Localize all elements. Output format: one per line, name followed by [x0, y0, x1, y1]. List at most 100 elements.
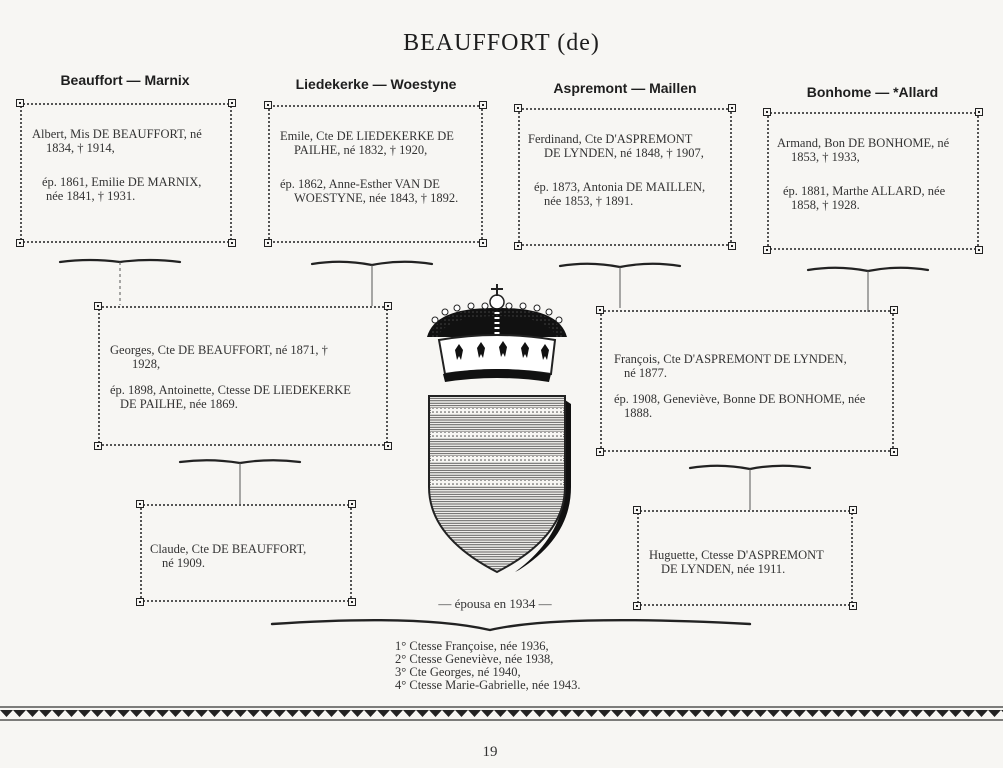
person-box-francois-aspremont: François, Cte D'ASPREMONT DE LYNDEN, né … — [596, 306, 898, 456]
border-triangle — [377, 710, 390, 717]
shield-icon — [428, 395, 571, 574]
brace-gen1-liedekerke — [310, 260, 434, 267]
crown-icon — [427, 284, 567, 382]
box-text: 1888. — [624, 406, 653, 420]
box-text: DE LYNDEN, née 1911. — [661, 562, 786, 576]
border-triangle — [650, 710, 663, 717]
box-text: née 1841, † 1931. — [46, 189, 136, 203]
page-title: BEAUFFORT (de) — [403, 30, 600, 56]
border-triangle — [819, 710, 832, 717]
border-triangle — [143, 710, 156, 717]
border-triangle — [832, 710, 845, 717]
border-triangle — [715, 710, 728, 717]
box-text: Georges, Cte DE BEAUFFORT, né 1871, † — [110, 343, 328, 357]
border-triangle — [624, 710, 637, 717]
border-triangle — [91, 710, 104, 717]
border-triangle — [416, 710, 429, 717]
border-triangle — [312, 710, 325, 717]
border-triangle — [351, 710, 364, 717]
border-triangle — [468, 710, 481, 717]
border-triangle — [767, 710, 780, 717]
border-triangle — [0, 710, 13, 717]
box-text: ép. 1861, Emilie DE MARNIX, — [42, 175, 202, 189]
border-triangle — [65, 710, 78, 717]
border-triangle — [182, 710, 195, 717]
child-item: 2° Ctesse Geneviève, née 1938, — [395, 652, 554, 666]
border-triangle — [741, 710, 754, 717]
border-triangle — [754, 710, 767, 717]
border-triangle — [455, 710, 468, 717]
child-item: 4° Ctesse Marie-Gabrielle, née 1943. — [395, 678, 581, 692]
border-triangle — [988, 710, 1001, 717]
border-triangle — [962, 710, 975, 717]
box-text: Claude, Cte DE BEAUFFORT, — [150, 542, 307, 556]
border-triangle — [26, 710, 39, 717]
box-text: ép. 1862, Anne-Esther VAN DE — [280, 177, 440, 191]
border-triangle — [689, 710, 702, 717]
border-triangle — [208, 710, 221, 717]
border-triangle — [845, 710, 858, 717]
border-triangle — [923, 710, 936, 717]
border-triangle — [702, 710, 715, 717]
border-triangle — [104, 710, 117, 717]
box-text: 1853, † 1933, — [791, 150, 860, 164]
box-text: Emile, Cte DE LIEDEKERKE DE — [280, 129, 454, 143]
border-triangle — [156, 710, 169, 717]
border-triangle — [585, 710, 598, 717]
box-text: Ferdinand, Cte D'ASPREMONT — [528, 132, 693, 146]
box-text: ép. 1908, Geneviève, Bonne DE BONHOME, n… — [614, 392, 866, 406]
brace-marriage — [270, 618, 752, 632]
coat-of-arms-image — [427, 284, 571, 574]
box-text: PAILHE, né 1832, † 1920, — [294, 143, 428, 157]
border-triangle — [793, 710, 806, 717]
border-triangle — [780, 710, 793, 717]
border-triangle — [273, 710, 286, 717]
border-triangle — [897, 710, 910, 717]
border-triangle — [403, 710, 416, 717]
box-text: ép. 1873, Antonia DE MAILLEN, — [534, 180, 706, 194]
border-triangle — [728, 710, 741, 717]
border-triangle — [520, 710, 533, 717]
border-triangle — [858, 710, 871, 717]
family-header-bonhome-allard: Bonhome — *Allard — [806, 84, 939, 100]
border-triangle — [611, 710, 624, 717]
box-text: François, Cte D'ASPREMONT DE LYNDEN, — [614, 352, 847, 366]
border-triangle — [559, 710, 572, 717]
box-text: 1928, — [132, 357, 161, 371]
border-triangle — [117, 710, 130, 717]
border-pattern — [0, 710, 1003, 717]
family-header-aspremont-maillen: Aspremont — Maillen — [553, 80, 697, 96]
box-text: ép. 1881, Marthe ALLARD, née — [783, 184, 946, 198]
family-header-beauffort-marnix: Beauffort — Marnix — [60, 72, 190, 88]
box-text: DE PAILHE, née 1869. — [120, 397, 238, 411]
border-triangle — [975, 710, 988, 717]
border-triangle — [13, 710, 26, 717]
border-triangle — [936, 710, 949, 717]
person-box-ferdinand-aspremont: Ferdinand, Cte D'ASPREMONT DE LYNDEN, né… — [514, 104, 736, 250]
person-box-albert-beauffort: Albert, Mis DE BEAUFFORT, né 1834, † 191… — [16, 99, 236, 247]
box-text: Huguette, Ctesse D'ASPREMONT — [649, 548, 824, 562]
border-triangle — [637, 710, 650, 717]
box-text: 1834, † 1914, — [46, 141, 115, 155]
marriage-label: — épousa en 1934 — — [438, 596, 552, 611]
person-box-huguette-aspremont: Huguette, Ctesse D'ASPREMONT DE LYNDEN, … — [633, 506, 857, 610]
border-triangle — [676, 710, 689, 717]
border-triangle — [572, 710, 585, 717]
border-triangle — [507, 710, 520, 717]
box-text: Armand, Bon DE BONHOME, né — [777, 136, 950, 150]
person-box-emile-liedekerke: Emile, Cte DE LIEDEKERKE DE PAILHE, né 1… — [264, 101, 487, 247]
brace-gen2-right — [688, 464, 812, 471]
border-triangle — [299, 710, 312, 717]
box-text: née 1853, † 1891. — [544, 194, 634, 208]
box-text: WOESTYNE, née 1843, † 1892. — [294, 191, 459, 205]
brace-gen1-aspremont — [558, 262, 682, 269]
brace-gen1-bonhome — [806, 266, 930, 273]
border-triangle — [598, 710, 611, 717]
border-triangle — [429, 710, 442, 717]
border-triangle — [195, 710, 208, 717]
child-item: 1° Ctesse Françoise, née 1936, — [395, 639, 549, 653]
border-triangle — [390, 710, 403, 717]
border-triangle — [884, 710, 897, 717]
box-text: né 1909. — [162, 556, 206, 570]
page-number: 19 — [482, 744, 498, 760]
